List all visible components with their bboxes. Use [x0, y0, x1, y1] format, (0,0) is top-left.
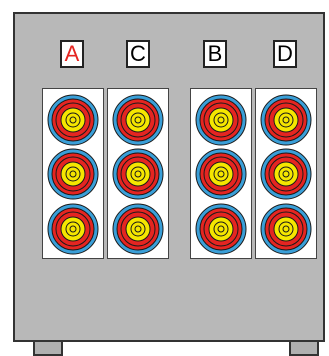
target-face [112, 203, 164, 255]
target-center [135, 117, 141, 123]
target-center [70, 226, 76, 232]
lane-letter-text: D [277, 43, 293, 65]
lane-letter-a: A [60, 40, 84, 68]
target-panel-c [107, 88, 169, 259]
lane-letter-b: B [203, 40, 227, 68]
lane-letter-c: C [126, 40, 150, 68]
target-face [195, 203, 247, 255]
right-leg [289, 342, 319, 356]
target-center [218, 117, 224, 123]
target-center [70, 117, 76, 123]
target-face [195, 148, 247, 200]
target-face [47, 94, 99, 146]
target-face [260, 94, 312, 146]
target-center [283, 171, 289, 177]
lane-letter-text: A [65, 43, 80, 65]
lane-letter-text: B [208, 43, 223, 65]
target-face [47, 148, 99, 200]
target-panel-a [42, 88, 104, 259]
target-center [218, 171, 224, 177]
target-face [47, 203, 99, 255]
target-center [70, 171, 76, 177]
target-center [135, 226, 141, 232]
lane-letter-text: C [130, 43, 146, 65]
target-center [283, 117, 289, 123]
target-center [218, 226, 224, 232]
target-face [195, 94, 247, 146]
target-panel-b [190, 88, 252, 259]
target-face [112, 148, 164, 200]
lane-letter-d: D [273, 40, 297, 68]
target-center [135, 171, 141, 177]
target-center [283, 226, 289, 232]
target-face [260, 203, 312, 255]
target-face [112, 94, 164, 146]
target-face [260, 148, 312, 200]
left-leg [33, 342, 63, 356]
target-panel-d [255, 88, 317, 259]
